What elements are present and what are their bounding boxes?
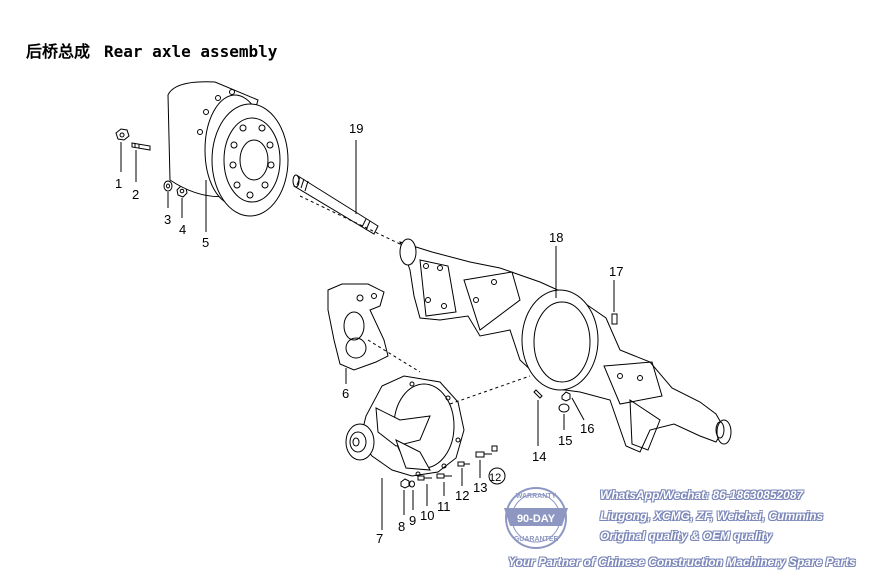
part-1-nut (115, 128, 130, 172)
label-16: 16 (580, 421, 594, 436)
part-11-bolt (436, 473, 452, 496)
part-19-axle-shaft (292, 140, 379, 235)
label-5: 5 (202, 235, 209, 250)
label-2: 2 (132, 187, 139, 202)
label-8: 8 (398, 519, 405, 534)
badge-top-text: WARRANTY (516, 493, 557, 500)
part-12-bolt (457, 461, 470, 486)
title-chinese: 后桥总成 (26, 42, 91, 61)
part-3-washer (163, 180, 173, 208)
watermark-brands: Liugong, XCMG, ZF, Weichai, Cummins (600, 509, 824, 523)
title-english: Rear axle assembly (104, 42, 278, 61)
label-13: 13 (473, 480, 487, 495)
part-7-main-reducer (345, 375, 465, 530)
label-circled-12: 12 (489, 472, 501, 484)
label-6: 6 (342, 386, 349, 401)
label-19: 19 (349, 121, 363, 136)
watermark-quality: Original quality & OEM quality (600, 529, 773, 543)
page-title: 后桥总成 Rear axle assembly (26, 38, 277, 62)
label-3: 3 (164, 212, 171, 227)
warranty-badge-watermark: WARRANTY 90-DAY GUARANTEE (504, 487, 568, 549)
part-8-nut (400, 478, 410, 515)
part-5-brake-drum (167, 81, 289, 232)
watermark-slogan: Your Partner of Chinese Construction Mac… (508, 555, 856, 569)
part-4-nut (176, 185, 188, 218)
label-9: 9 (409, 513, 416, 528)
part-2-stud (131, 142, 151, 182)
label-7: 7 (376, 531, 383, 546)
label-11: 11 (437, 499, 451, 514)
label-4: 4 (179, 222, 186, 237)
watermark-contact: WhatsApp/Wechat: 86-18630852087 (600, 488, 804, 502)
part-13-bolt (475, 445, 498, 478)
part-15-washer (558, 403, 570, 430)
part-9-washer (409, 480, 415, 510)
label-14: 14 (532, 449, 546, 464)
label-18: 18 (549, 230, 563, 245)
badge-main-text: 90-DAY (517, 513, 556, 525)
label-10: 10 (420, 508, 434, 523)
part-18-axle-housing (399, 238, 732, 453)
label-17: 17 (609, 264, 623, 279)
label-12: 12 (455, 488, 469, 503)
part-14-bolt (533, 389, 543, 446)
part-6-brake-bracket (327, 283, 389, 384)
circled-12-marker (488, 467, 506, 485)
badge-bottom-text: GUARANTEE (514, 536, 559, 543)
part-17-breather (611, 280, 618, 325)
label-15: 15 (558, 433, 572, 448)
label-1: 1 (115, 176, 122, 191)
part-10-bolt (417, 475, 432, 506)
part-16-plug (561, 391, 585, 421)
